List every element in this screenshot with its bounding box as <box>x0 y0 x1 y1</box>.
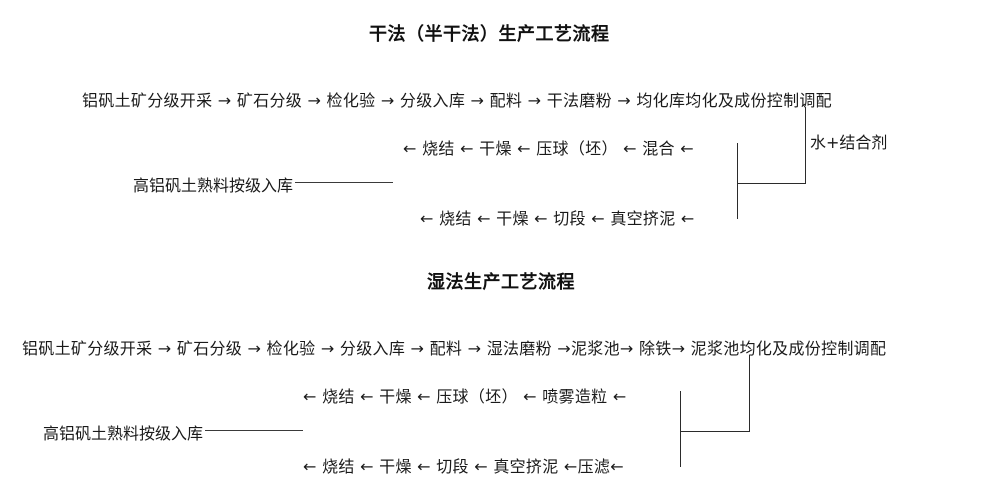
dry-process-connector-left-vertical <box>737 143 738 219</box>
wet-process-stock-label: 高铝矾土熟料按级入库 <box>43 424 204 443</box>
wet-process-row-2: ← 烧结 ← 干燥 ← 压球（坯） ← 喷雾造粒 ← <box>303 387 627 406</box>
dry-process-row-3: ← 烧结 ← 干燥 ← 切段 ← 真空挤泥 ← <box>420 209 695 228</box>
wet-process-connector-left-vertical <box>680 391 681 467</box>
wet-process-connector-horizontal <box>680 431 750 432</box>
dry-process-stock-label: 高铝矾土熟料按级入库 <box>133 176 294 195</box>
wet-process-row-3: ← 烧结 ← 干燥 ← 切段 ← 真空挤泥 ←压滤← <box>303 457 624 476</box>
dry-process-stock-line <box>295 182 393 183</box>
dry-process-connector-right-vertical <box>805 107 806 183</box>
wet-process-title: 湿法生产工艺流程 <box>427 272 575 293</box>
dry-process-title: 干法（半干法）生产工艺流程 <box>369 24 610 45</box>
wet-process-connector-right-vertical <box>749 355 750 431</box>
dry-process-row-1: 铝矾土矿分级开采 → 矿石分级 → 检化验 → 分级入库 → 配料 → 干法磨粉… <box>82 91 832 110</box>
wet-process-row-1: 铝矾土矿分级开采 → 矿石分级 → 检化验 → 分级入库 → 配料 → 湿法磨粉… <box>22 339 887 358</box>
wet-process-stock-line <box>205 430 303 431</box>
dry-process-row-2: ← 烧结 ← 干燥 ← 压球（坯） ← 混合 ← <box>403 139 694 158</box>
dry-process-additive-label: 水+结合剂 <box>810 133 888 152</box>
dry-process-connector-horizontal <box>737 183 806 184</box>
